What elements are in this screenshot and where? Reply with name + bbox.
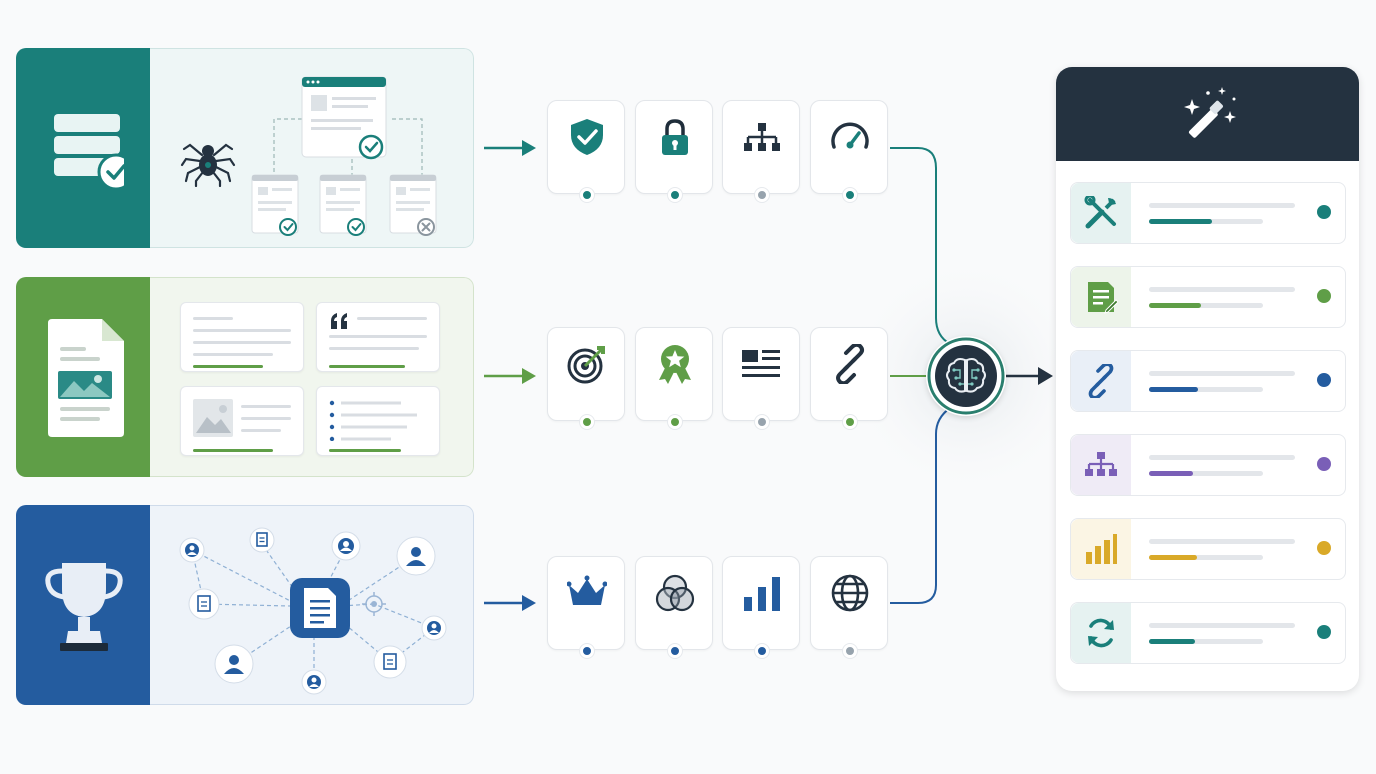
output-item-icon-bg (1071, 351, 1131, 411)
link-network-graphic (179, 527, 447, 695)
link-network (150, 505, 474, 705)
status-dot (843, 415, 857, 429)
bar-chart-icon (744, 577, 780, 611)
progress-fill (1149, 219, 1212, 224)
status-dot (755, 415, 769, 429)
output-item-tools (1070, 182, 1346, 244)
status-dot (580, 644, 594, 658)
crown-icon (567, 575, 607, 605)
tools-icon (1084, 196, 1116, 229)
output-item-structure (1070, 434, 1346, 496)
status-dot (1317, 205, 1331, 219)
content-card-list (316, 386, 440, 456)
output-panel-header (1056, 67, 1359, 161)
status-dot (1317, 541, 1331, 555)
venn-diagram-icon (655, 574, 695, 612)
input-panel-crawl (16, 48, 474, 248)
content-cards (150, 277, 474, 477)
signal-tile-lock (635, 100, 713, 202)
status-dot (580, 415, 594, 429)
signal-tile-speed (810, 100, 888, 202)
status-dot (668, 188, 682, 202)
shield-check-icon (571, 119, 603, 155)
spider-icon (180, 143, 236, 187)
status-dot (755, 644, 769, 658)
output-item-icon-bg (1071, 603, 1131, 663)
list-icon (329, 400, 417, 441)
output-item-icon-bg (1071, 183, 1131, 243)
status-dot (1317, 373, 1331, 387)
signal-tile-globe (810, 556, 888, 658)
speedometer-icon (831, 122, 869, 149)
input-panel-authority (16, 505, 474, 705)
target-icon (567, 346, 605, 384)
bar-chart-icon (1086, 534, 1117, 564)
ai-hub (926, 336, 1006, 416)
globe-icon (831, 574, 869, 612)
status-dot (668, 415, 682, 429)
signal-tile-sitemap (722, 100, 800, 202)
document-strip (16, 277, 150, 477)
progress-fill (1149, 555, 1197, 560)
article-layout-icon (742, 350, 780, 377)
refresh-icon (1088, 618, 1114, 648)
award-ribbon-icon (659, 345, 691, 384)
signal-tile-article (722, 327, 800, 429)
trophy-icon (45, 563, 123, 651)
link-chain-icon (1088, 364, 1114, 398)
arrow-row-3 (484, 595, 536, 611)
output-item-icon-bg (1071, 435, 1131, 495)
status-dot (843, 188, 857, 202)
output-item-content (1070, 266, 1346, 328)
content-card-quote (316, 302, 440, 372)
status-dot (668, 644, 682, 658)
link-chain-icon (836, 344, 864, 384)
document-image-icon (48, 319, 124, 437)
signal-tile-venn (635, 556, 713, 658)
server-check-icon (54, 114, 124, 190)
ai-brain-icon (927, 337, 1005, 415)
image-icon (193, 399, 233, 437)
quote-icon (331, 313, 347, 329)
lock-icon (662, 119, 688, 155)
progress-fill (1149, 387, 1199, 392)
server-check-strip (16, 48, 150, 248)
progress-fill (1149, 471, 1194, 476)
status-dot (843, 644, 857, 658)
status-dot (1317, 289, 1331, 303)
input-panel-content (16, 277, 474, 477)
content-card-image (180, 386, 304, 456)
progress-fill (1149, 639, 1195, 644)
arrow-row-1 (484, 140, 536, 156)
output-item-icon-bg (1071, 519, 1131, 579)
status-dot (1317, 457, 1331, 471)
magic-wand-icon (1184, 87, 1236, 138)
status-dot (1317, 625, 1331, 639)
signal-tile-shield (547, 100, 625, 202)
arrow-row-2 (484, 368, 536, 384)
signal-tile-crown (547, 556, 625, 658)
signal-tile-bars (722, 556, 800, 658)
sitemap-icon (744, 123, 780, 151)
output-item-icon-bg (1071, 267, 1131, 327)
status-dot (580, 188, 594, 202)
output-item-links (1070, 350, 1346, 412)
site-tree-graphic (251, 76, 437, 236)
output-item-analytics (1070, 518, 1346, 580)
output-item-refresh (1070, 602, 1346, 664)
sitemap-icon (1085, 452, 1117, 476)
signal-tile-link (810, 327, 888, 429)
signal-tile-award (635, 327, 713, 429)
edit-document-icon (1088, 282, 1118, 314)
content-card-text (180, 302, 304, 372)
signal-tile-target (547, 327, 625, 429)
output-panel (1056, 67, 1359, 691)
status-dot (755, 188, 769, 202)
trophy-strip (16, 505, 150, 705)
progress-fill (1149, 303, 1202, 308)
crawler-site-tree (150, 48, 474, 248)
